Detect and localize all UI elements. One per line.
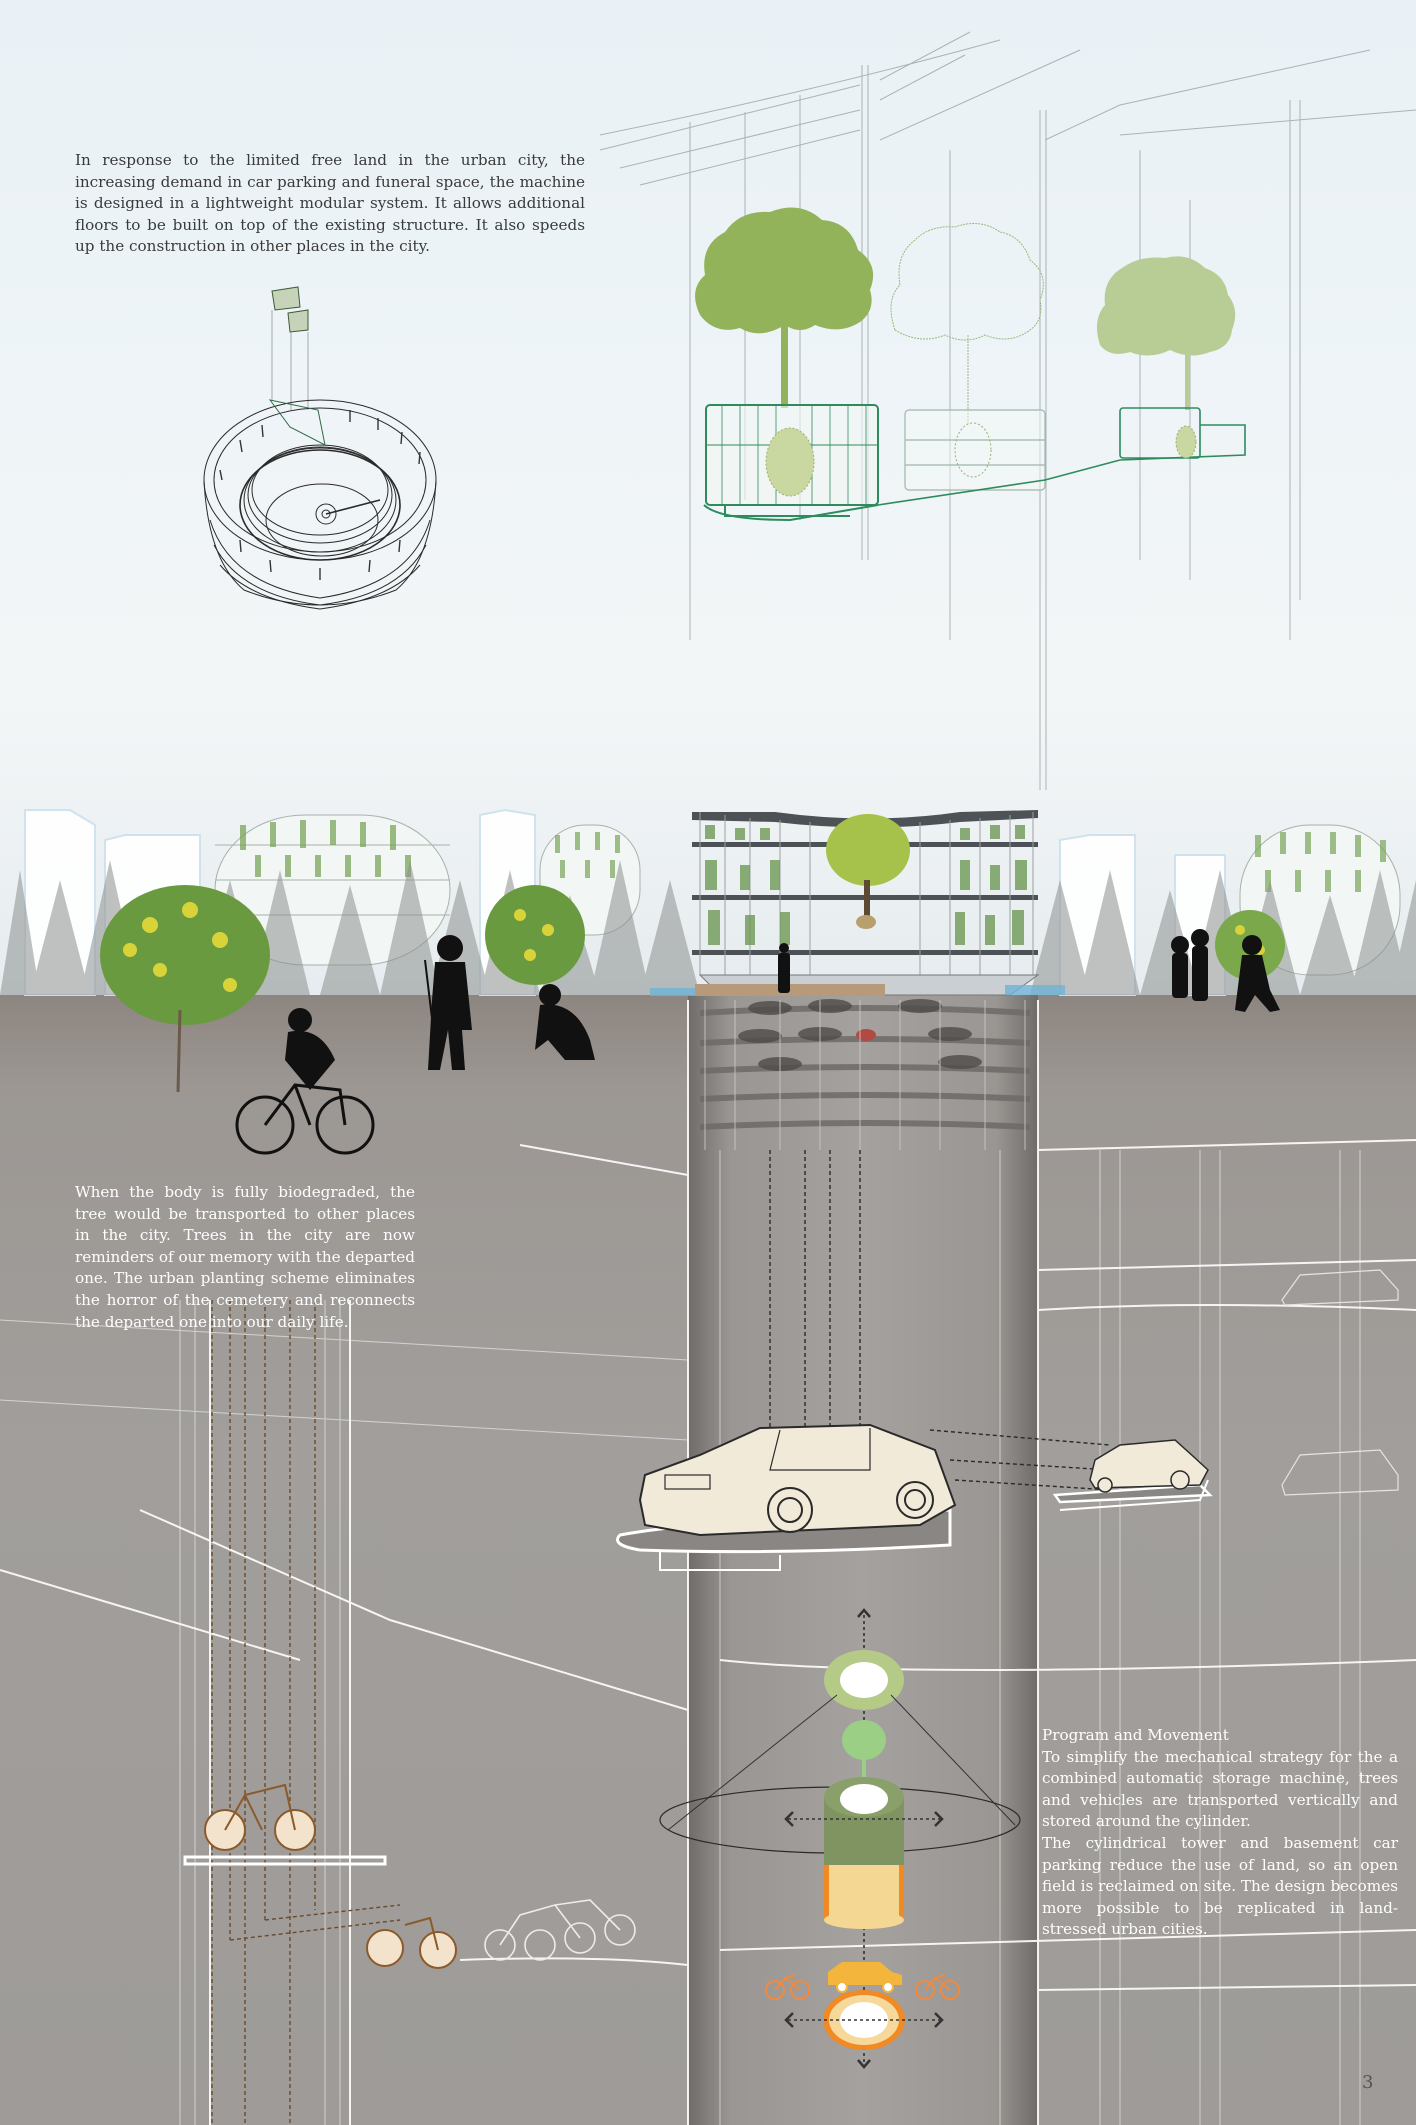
bike-shelf (183, 1855, 387, 1866)
green-ring-top (824, 1650, 904, 1710)
arrow-up-icon (857, 1608, 871, 1618)
green-cylinder (824, 1777, 904, 1865)
cyclist-icon (235, 1008, 375, 1155)
pod-3 (1119, 407, 1246, 461)
biodegrade-paragraph: When the body is fully biodegraded, the … (75, 1183, 415, 1331)
small-car-icon (1089, 1439, 1209, 1493)
tree-light-icon (1096, 256, 1236, 410)
program-body-1: To simplify the mechanical strategy for … (1042, 1747, 1398, 1831)
large-car-icon (638, 1423, 957, 1537)
red-car-icon (856, 1029, 876, 1041)
person-in-tower-icon (778, 943, 790, 993)
intro-paragraph: In response to the limited free land in … (75, 151, 585, 256)
arrow-left-icon (784, 1811, 794, 1827)
bike-moving-icon (366, 1916, 457, 1969)
pod-deck (877, 459, 1121, 506)
arrow-right-bottom-icon (934, 2012, 944, 2028)
body-silhouette-icon (765, 427, 815, 497)
arrow-down-icon (857, 2059, 871, 2069)
car-program-icon (828, 1962, 902, 1993)
arrow-left-bottom-icon (784, 2012, 794, 2028)
bike-program-icon-left (765, 1974, 810, 2000)
program-movement-block: Program and Movement To simplify the mec… (1042, 1725, 1398, 1941)
program-body-2: The cylindrical tower and basement car p… (1042, 1833, 1398, 1939)
orange-ring-bottom (823, 1990, 905, 2050)
kneeling-planter-icon (535, 984, 595, 1060)
program-heading: Program and Movement (1042, 1726, 1229, 1744)
module-blocks (271, 286, 309, 333)
small-car-platform (1052, 1479, 1213, 1511)
tree-full-icon (695, 207, 874, 408)
underground-shaft (688, 995, 1038, 2125)
tree-program-icon (842, 1720, 886, 1777)
flowering-shrub-left (100, 885, 270, 1093)
tower-tree-icon (826, 814, 910, 929)
bike-rack-icons (484, 1899, 636, 1961)
flowering-shrub-mid (485, 885, 585, 985)
ghost-car-icons (1281, 1269, 1399, 1496)
page-number: 3 (1362, 2072, 1374, 2093)
bike-program-icon-right (915, 1974, 960, 2000)
car-lift-paths (769, 1150, 1111, 1491)
family-carrying-tree-icon (1171, 929, 1280, 1012)
bike-on-shelf-icon (204, 1783, 316, 1851)
farmer-with-pitchfork-icon (424, 935, 472, 1070)
yellow-cylinder (824, 1865, 904, 1929)
arrow-right-icon (934, 1811, 944, 1827)
